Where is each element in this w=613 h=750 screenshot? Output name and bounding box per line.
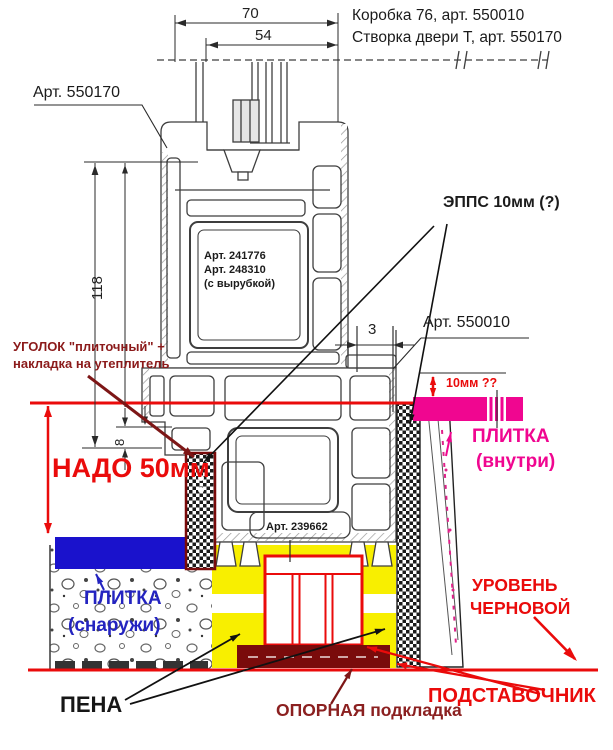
ugolok-label-2: накладка на утеплитель — [13, 356, 170, 371]
tile-outside-label-1: ПЛИТКА — [84, 588, 162, 609]
dim-3: 3 — [368, 321, 377, 338]
tile-outside-label-2: (снаружи) — [68, 615, 161, 636]
support-pad-label: ОПОРНАЯ подкладка — [276, 700, 462, 720]
red-dimensions — [44, 376, 437, 534]
tile-inside-bar — [413, 390, 523, 428]
dimension-lines — [82, 13, 506, 470]
header-sash-article: Створка двери Т, арт. 550170 — [352, 29, 562, 46]
dim-70: 70 — [242, 5, 259, 22]
inner-article-1: Арт. 241776 — [204, 250, 266, 262]
header-frame-article: Коробка 76, арт. 550010 — [352, 7, 525, 24]
tile-inside-label-1: ПЛИТКА — [472, 426, 550, 447]
leader-lines — [34, 104, 577, 705]
concrete-outside — [49, 545, 212, 670]
concrete-inside-column — [419, 403, 464, 668]
spacer-label: ПОДСТАВОЧНИК — [428, 685, 596, 707]
support-article-label: Арт. 239662 — [266, 521, 328, 533]
nado-50mm-label: НАДО 50мм — [52, 453, 210, 483]
epps-label: ЭППС 10мм (?) — [443, 194, 560, 211]
level-label-2: ЧЕРНОВОЙ — [470, 598, 571, 618]
support-pad-block — [237, 645, 390, 668]
tile-corner-block — [184, 451, 217, 571]
tile-inside-label-2: (внутри) — [476, 451, 556, 472]
dim-54: 54 — [255, 27, 272, 44]
sash-article-label: Арт. 550170 — [33, 84, 121, 101]
inner-article-2: Арт. 248310 — [204, 264, 266, 276]
inner-article-3: (с вырубкой) — [204, 278, 275, 290]
insulation-strip-inside — [396, 403, 421, 668]
ugolok-label-1: УГОЛОК "плиточный" + — [13, 339, 165, 354]
frame-article-label: Арт. 550010 — [423, 314, 511, 331]
dim-8: 8 — [112, 438, 127, 446]
tile-outside-block — [55, 537, 187, 569]
dim-118: 118 — [89, 276, 106, 300]
spacer-profile-box — [263, 554, 364, 647]
profile-teeth — [215, 541, 393, 567]
tile-gap-label: 10мм ?? — [446, 376, 498, 390]
foam-label: ПЕНА — [60, 692, 123, 717]
level-label-1: УРОВЕНЬ — [472, 575, 558, 595]
pvc-profile-section — [141, 50, 550, 543]
